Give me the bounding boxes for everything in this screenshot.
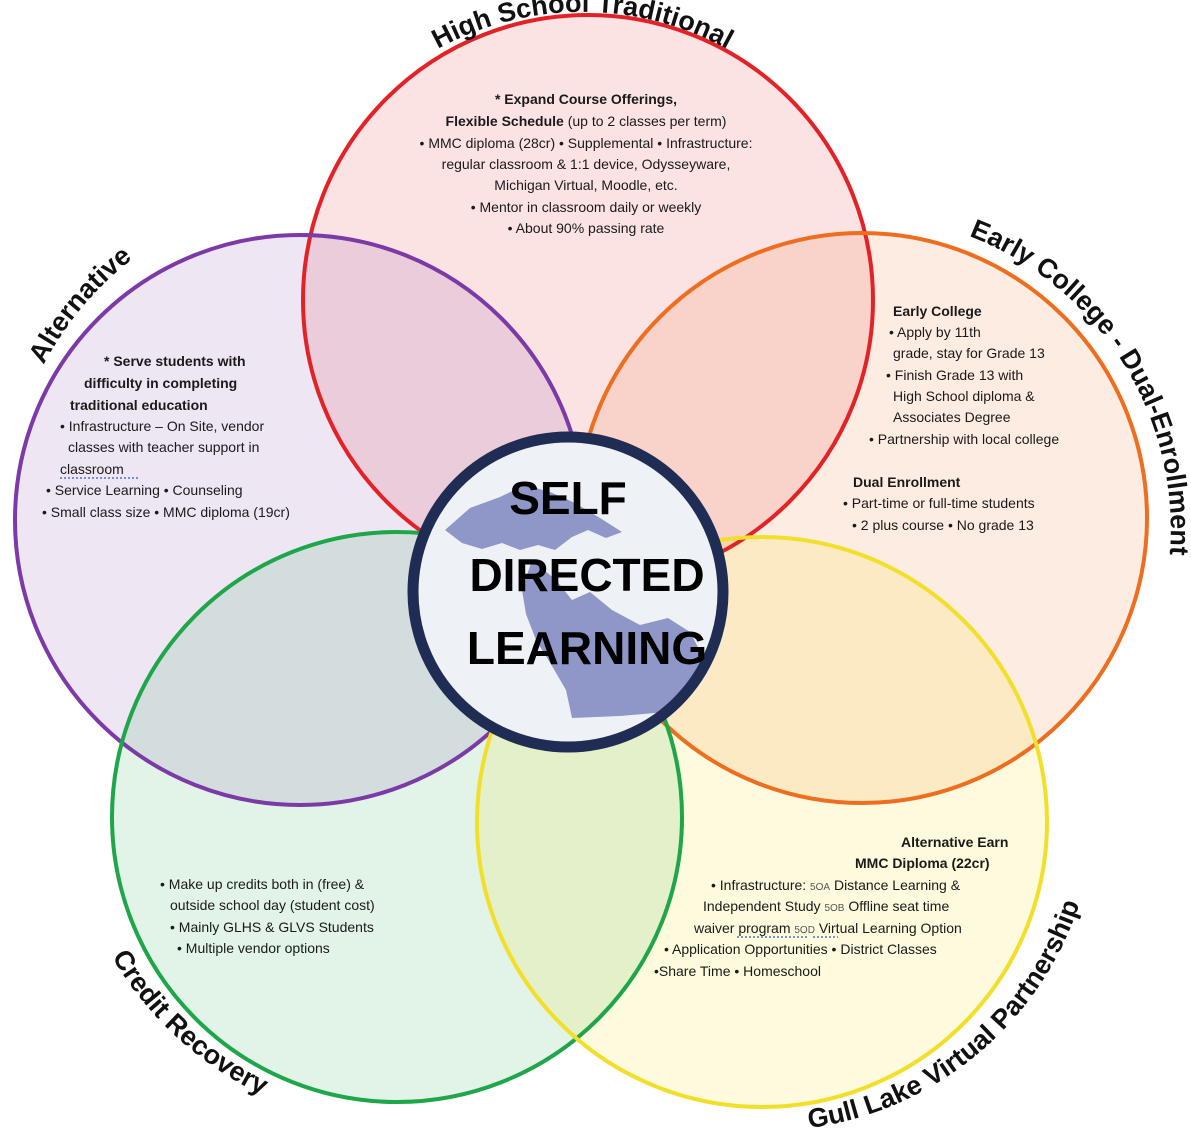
high-school-line: Michigan Virtual, Moodle, etc. [494, 177, 677, 193]
credit-recovery-line: • Mainly GLHS & GLVS Students [170, 919, 374, 935]
early-college-content: Early College • Apply by 11th grade, sta… [843, 303, 1059, 533]
credit-recovery-content: • Make up credits both in (free) & outsi… [160, 876, 375, 956]
early-college-line: • Apply by 11th [889, 324, 981, 340]
early-college-circle-fill [577, 233, 1147, 803]
gull-lake-text: • Infrastructure: [711, 877, 810, 893]
gull-lake-content: Alternative Earn MMC Diploma (22cr) • In… [654, 834, 1008, 979]
high-school-line: • About 90% passing rate [508, 220, 665, 236]
early-college-line: grade, stay for Grade 13 [893, 345, 1045, 361]
high-school-content: * Expand Course Offerings, Flexible Sche… [420, 91, 753, 236]
dual-enrollment-heading: Dual Enrollment [853, 474, 961, 490]
gull-lake-heading: Alternative Earn [901, 834, 1008, 850]
alternative-line: classes with teacher support in [68, 439, 259, 455]
center-line-self: SELF [509, 472, 627, 524]
early-college-line: • Partnership with local college [869, 431, 1059, 447]
dual-enrollment-line: • Part-time or full-time students [843, 495, 1035, 511]
gull-lake-line: • Infrastructure: 5OA Distance Learning … [711, 877, 961, 893]
gull-lake-line: • Application Opportunities • District C… [664, 941, 937, 957]
high-school-line: • MMC diploma (28cr) • Supplemental • In… [420, 135, 753, 151]
credit-recovery-line: • Multiple vendor options [177, 940, 330, 956]
gull-lake-line: Independent Study 5OB Offline seat time [703, 898, 949, 914]
gull-lake-text: Independent Study [703, 898, 824, 914]
high-school-heading-2: Flexible Schedule (up to 2 classes per t… [446, 113, 727, 129]
early-college-heading: Early College [893, 303, 982, 319]
alternative-heading: * Serve students with [104, 353, 246, 369]
high-school-heading-2-rest: (up to 2 classes per term) [564, 113, 727, 129]
high-school-heading-2-bold: Flexible Schedule [446, 113, 564, 129]
alternative-line: • Small class size • MMC diploma (19cr) [42, 504, 290, 520]
center-line-learning: LEARNING [467, 622, 707, 674]
gull-lake-code: 5OA [810, 882, 830, 893]
center-line-directed: DIRECTED [469, 549, 704, 601]
high-school-line: • Mentor in classroom daily or weekly [471, 199, 702, 215]
gull-lake-circle [475, 535, 1049, 1109]
high-school-heading-1: * Expand Course Offerings, [495, 91, 677, 107]
credit-recovery-line: • Make up credits both in (free) & [160, 876, 365, 892]
gull-lake-code: 5OD [794, 925, 815, 936]
high-school-line: regular classroom & 1:1 device, Odysseyw… [442, 156, 731, 172]
alternative-content: * Serve students with difficulty in comp… [42, 353, 290, 520]
center-ring [407, 431, 729, 753]
gull-lake-line: •Share Time • Homeschool [654, 963, 821, 979]
gull-lake-text: Distance Learning & [830, 877, 961, 893]
michigan-map-icon [445, 485, 702, 718]
alternative-heading: difficulty in completing [84, 375, 237, 391]
gull-lake-code: 5OB [824, 903, 844, 914]
credit-recovery-line: outside school day (student cost) [170, 897, 375, 913]
gull-lake-line: waiver program 5OD Virtual Learning Opti… [693, 920, 962, 936]
gull-lake-text: Virtual Learning Option [815, 920, 962, 936]
alternative-line: classroom [60, 461, 124, 477]
high-school-circle-fill [303, 15, 873, 585]
alternative-heading: traditional education [70, 397, 208, 413]
dual-enrollment-line: • 2 plus course • No grade 13 [852, 517, 1034, 533]
credit-recovery-circle [110, 530, 684, 1104]
early-college-line: Associates Degree [893, 409, 1011, 425]
gull-lake-heading: MMC Diploma (22cr) [855, 855, 990, 871]
gull-lake-text: waiver program [693, 920, 794, 936]
early-college-line: • Finish Grade 13 with [886, 367, 1023, 383]
early-college-line: High School diploma & [893, 388, 1035, 404]
gull-lake-text: Offline seat time [844, 898, 949, 914]
alternative-line: • Service Learning • Counseling [46, 482, 243, 498]
alternative-line: • Infrastructure – On Site, vendor [60, 418, 264, 434]
